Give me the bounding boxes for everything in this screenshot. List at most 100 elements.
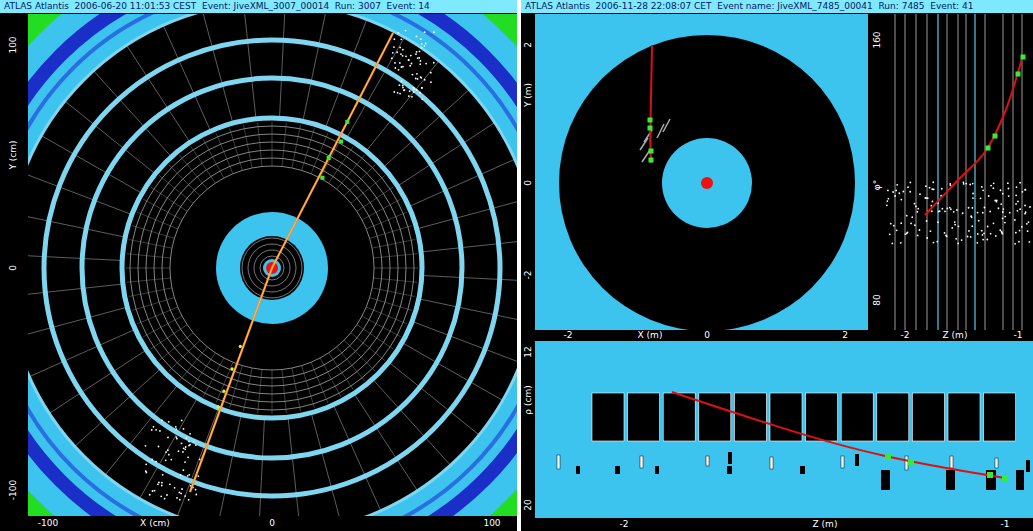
- hit-dot: [971, 216, 973, 218]
- axis-label: 160: [872, 31, 883, 48]
- inner-region: [662, 138, 752, 228]
- chamber-line: [947, 14, 948, 330]
- hit-dot: [915, 206, 917, 208]
- chamber-division: [303, 14, 327, 121]
- hit-dot: [946, 235, 948, 237]
- calorimeter-cell: [129, 288, 172, 297]
- axis-label: 2: [523, 42, 534, 48]
- hit-dot: [195, 489, 197, 491]
- hit-dot: [962, 212, 964, 214]
- hit-dot: [417, 78, 419, 80]
- hit-dot: [178, 492, 180, 494]
- hit-dot: [165, 459, 167, 461]
- hit-dot: [411, 63, 413, 65]
- hit-dot: [893, 225, 895, 227]
- hit-dot: [933, 242, 935, 244]
- hit-dot: [1018, 241, 1020, 243]
- calorimeter-cell: [129, 240, 172, 249]
- hit-dot: [972, 207, 974, 209]
- calorimeter-cell: [143, 199, 182, 220]
- chamber-division: [311, 413, 341, 516]
- detector-element: [655, 466, 659, 474]
- hit-dot: [1000, 203, 1002, 205]
- hit-dot: [926, 220, 928, 222]
- hit-dot: [1028, 221, 1030, 223]
- hit-dot: [983, 232, 985, 234]
- chamber-division: [203, 14, 233, 123]
- calorimeter-cell: [374, 268, 418, 269]
- calorimeter-cell: [329, 353, 353, 390]
- hit-dot: [990, 233, 992, 235]
- axis-label: 80: [872, 294, 883, 305]
- chamber-line: [927, 14, 928, 330]
- hit-marker: [1021, 55, 1026, 60]
- chamber-line: [958, 14, 959, 330]
- hit-dot: [433, 62, 435, 64]
- axis-label: φ°: [872, 180, 883, 190]
- hit-dot: [161, 482, 163, 484]
- chamber-division: [422, 275, 517, 281]
- segment: [663, 119, 670, 132]
- hit-dot: [416, 51, 418, 53]
- hit-dot: [900, 199, 902, 201]
- hit-dot: [924, 197, 926, 199]
- hit-dot: [394, 62, 396, 64]
- hit-dot: [152, 490, 154, 492]
- detector-element: [986, 470, 996, 490]
- hit-dot: [153, 426, 155, 428]
- axis-label: -1: [1001, 519, 1010, 530]
- hit-dot: [416, 89, 418, 91]
- hit-dot: [972, 183, 974, 185]
- muon-chamber-disk: [28, 14, 517, 516]
- hit-dot: [954, 221, 956, 223]
- hit-dot: [402, 49, 404, 51]
- calorimeter-cell: [151, 187, 188, 211]
- axis-label: ρ (cm): [523, 385, 534, 414]
- hit-dot: [929, 187, 931, 189]
- hit-dot: [155, 429, 157, 431]
- calorimeter-cell: [311, 362, 328, 403]
- hit-dot: [914, 203, 916, 205]
- detector-element: [576, 466, 580, 474]
- hit-dot: [1015, 232, 1017, 234]
- hit-dot: [954, 224, 956, 226]
- calorimeter-cell: [132, 226, 174, 239]
- chamber-line: [1003, 14, 1004, 330]
- hit-dot: [430, 81, 432, 83]
- hit-dot: [433, 31, 435, 33]
- hit-dot: [909, 191, 911, 193]
- axis-label: 0: [704, 330, 710, 341]
- calorimeter-cell: [159, 175, 193, 203]
- hit-dot: [419, 50, 421, 52]
- panel-gap: [517, 0, 521, 531]
- magnet-ring: [28, 14, 517, 516]
- detector-element: [615, 466, 620, 474]
- hit-dot: [410, 55, 412, 57]
- calorimeter-cell: [126, 268, 170, 269]
- detector-element: [946, 470, 955, 490]
- chamber-division: [366, 61, 439, 151]
- calorimeter-cell: [366, 212, 407, 229]
- calorimeter-cell: [282, 123, 286, 167]
- hit-dot: [891, 243, 893, 245]
- hit-dot: [424, 79, 426, 81]
- hit-dot: [887, 190, 889, 192]
- axis-label: Y (m): [523, 83, 534, 107]
- calorimeter-cell: [374, 278, 418, 282]
- hit-dot: [1004, 216, 1006, 218]
- hit-dot: [400, 53, 402, 55]
- hit-dot: [944, 210, 946, 212]
- calorimeter-cell: [320, 358, 341, 397]
- hit-dot: [1021, 226, 1023, 228]
- hit-dot: [958, 225, 960, 227]
- hit-dot: [890, 223, 892, 225]
- hit-dot: [919, 193, 921, 195]
- chamber-block: [806, 393, 838, 441]
- hit-dot: [195, 444, 197, 446]
- chamber-division: [28, 213, 125, 237]
- calorimeter-cell: [362, 199, 401, 220]
- hit-dot: [430, 72, 432, 74]
- calorimeter-cell: [282, 370, 286, 414]
- calorimeter-cell: [127, 254, 171, 258]
- hit-marker: [345, 120, 349, 124]
